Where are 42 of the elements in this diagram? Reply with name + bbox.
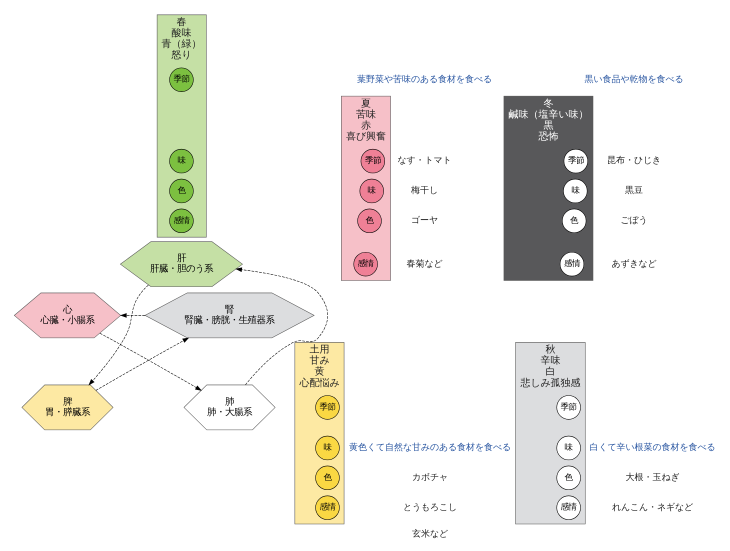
arrow xyxy=(235,267,328,386)
label: とうもろこし xyxy=(402,502,457,513)
node-circle: 味 xyxy=(563,178,588,204)
label: 黒い食品や乾物を食べる xyxy=(584,74,684,85)
node-circle: 季節 xyxy=(360,148,386,174)
arrow xyxy=(100,332,202,391)
label: 昆布・ひじき xyxy=(606,156,661,166)
node-circle: 色 xyxy=(556,466,581,490)
node-circle: 色 xyxy=(562,208,586,234)
label: ゴーヤ xyxy=(410,216,438,226)
node-circle: 季節 xyxy=(556,395,581,420)
node-circle: 感情 xyxy=(315,496,340,520)
node-circle: 味 xyxy=(169,148,194,174)
node-circle: 色 xyxy=(169,178,194,204)
label: 黒豆 xyxy=(624,186,643,196)
label: 葉野菜や苦味のある食材を食べる xyxy=(356,74,492,85)
label: ごぼう xyxy=(620,216,648,226)
node-circle: 季節 xyxy=(564,148,588,174)
arrow xyxy=(88,284,149,386)
node-circle: 味 xyxy=(556,436,581,460)
label: カボチャ xyxy=(412,472,448,483)
node-circle: 感情 xyxy=(169,208,194,234)
arrow xyxy=(96,338,190,391)
node-circle: 味 xyxy=(315,436,340,460)
node-circle: 感情 xyxy=(560,252,584,276)
label: 梅干し xyxy=(410,186,438,196)
arrow xyxy=(120,313,146,318)
node-circle: 季節 xyxy=(169,68,194,92)
node-circle: 色 xyxy=(315,466,340,490)
node-circle: 味 xyxy=(360,178,384,204)
node-circle: 季節 xyxy=(315,395,340,420)
label: 大根・玉ねぎ xyxy=(626,472,680,483)
node-circle: 感情 xyxy=(556,496,581,520)
label: あずきなど xyxy=(611,259,656,270)
label: 春菊など xyxy=(406,259,442,270)
label: 白くて辛い根菜の食材を食べる xyxy=(590,443,716,454)
label: なす・トマト xyxy=(397,156,452,166)
node-circle: 感情 xyxy=(353,252,378,276)
node-circle: 色 xyxy=(357,208,382,234)
label: れんこん・ネギなど xyxy=(612,502,694,513)
label: 玄米など xyxy=(412,530,448,540)
label: 黄色くて自然な甘みのある食材を食べる xyxy=(348,443,511,454)
